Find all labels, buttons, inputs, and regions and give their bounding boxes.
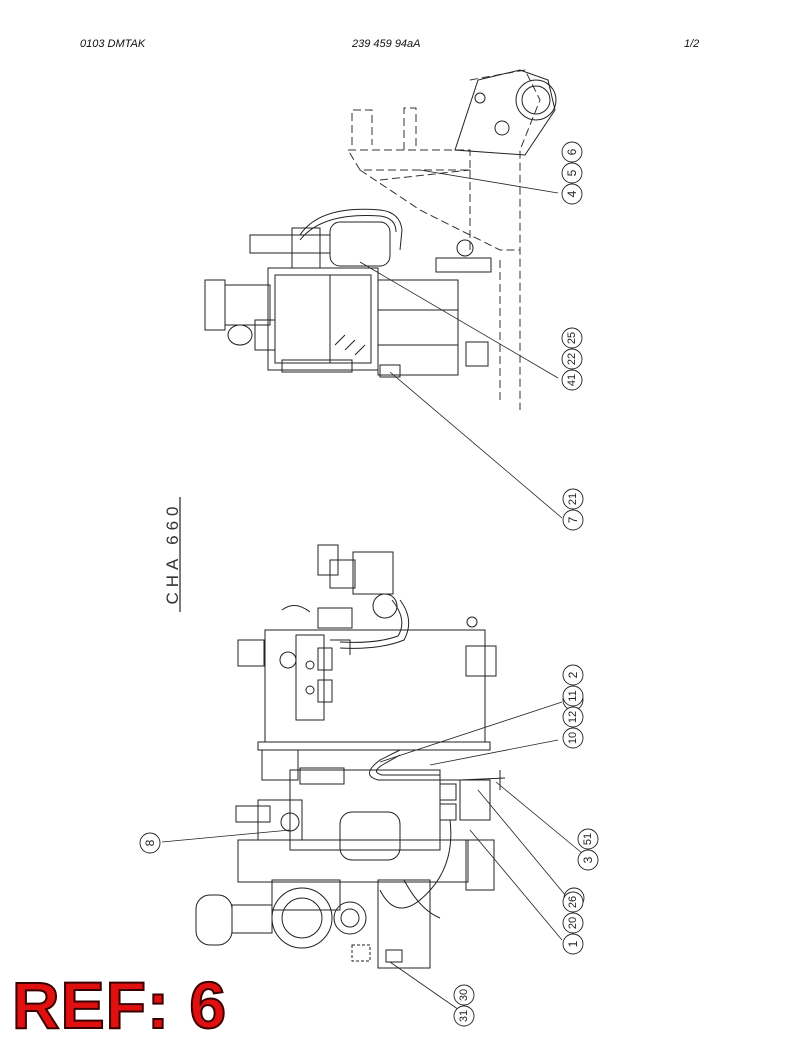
callout-number: 21 [567,493,579,505]
callout-number: 30 [458,989,470,1001]
side-view-assembly [161,544,589,1013]
callout-balloon: 31 [453,1005,475,1027]
callout-number: 11 [567,690,579,701]
flange-inner [521,85,551,115]
pump-motor-small [333,901,367,935]
callout-balloon: 5 [561,162,583,184]
callout-number: 6 [565,148,579,155]
callout-number: 10 [567,732,579,744]
callout-balloon: 6 [561,141,583,163]
inlet-bell [195,894,233,946]
callout-balloon: 7 [562,509,584,531]
callout-number: 25 [566,332,578,344]
callout-number: 22 [566,353,578,365]
frame-dashed [347,69,541,410]
callout-number: 26 [567,896,579,908]
callout-balloon: 4 [561,183,583,205]
callout-balloon: 51 [577,828,599,850]
callout-balloon: 3 [577,849,599,871]
top-view-leaders [359,169,563,519]
gearbox [352,551,394,595]
pump-body [267,267,379,371]
header-doc-code: 0103 DMTAK [80,38,146,50]
callout-number: 4 [565,190,579,197]
callout-number: 31 [458,1010,470,1022]
pump-motor-large [271,887,333,949]
callout-number: 12 [567,711,579,723]
accumulator [339,811,401,861]
callout-number: 1 [566,940,580,947]
valve-block [295,634,325,721]
callout-balloon: 1 [562,933,584,955]
callout-number: 51 [582,833,594,845]
callout-balloon: 30 [453,984,475,1006]
side-view-leaders [161,701,589,1013]
header-page-number: 1/2 [684,38,700,50]
callout-balloon: 41 [561,369,583,391]
callout-balloon: 22 [561,348,583,370]
motor [329,221,391,267]
callout-balloon: 8 [139,832,161,854]
callout-number: 41 [566,374,578,386]
callout-number: 2 [566,671,580,678]
callout-number: 7 [566,516,580,523]
callout-number: 20 [567,917,579,929]
callout-balloon: 26 [562,891,584,913]
callout-number: 3 [581,856,595,863]
callout-balloon: 10 [562,727,584,749]
base-frame [237,839,469,883]
ref-label: REF: 6 [11,968,228,1042]
callout-balloon: 12 [562,706,584,728]
callout-balloon: 25 [561,327,583,349]
header-part-number: 239 459 94aA [352,38,421,50]
callout-layer: 654252241217502111210851310262013031 [139,141,599,1027]
callout-balloon: 11 [562,685,584,707]
callout-balloon: 21 [562,488,584,510]
callout-number: 8 [143,839,157,846]
model-label: CHA 660 [163,501,182,605]
callout-number: 5 [565,169,579,176]
inlet-pipe [204,279,226,331]
callout-balloon: 20 [562,912,584,934]
flange-circle [515,79,557,121]
callout-balloon: 2 [562,664,584,686]
top-view-assembly [204,69,563,519]
